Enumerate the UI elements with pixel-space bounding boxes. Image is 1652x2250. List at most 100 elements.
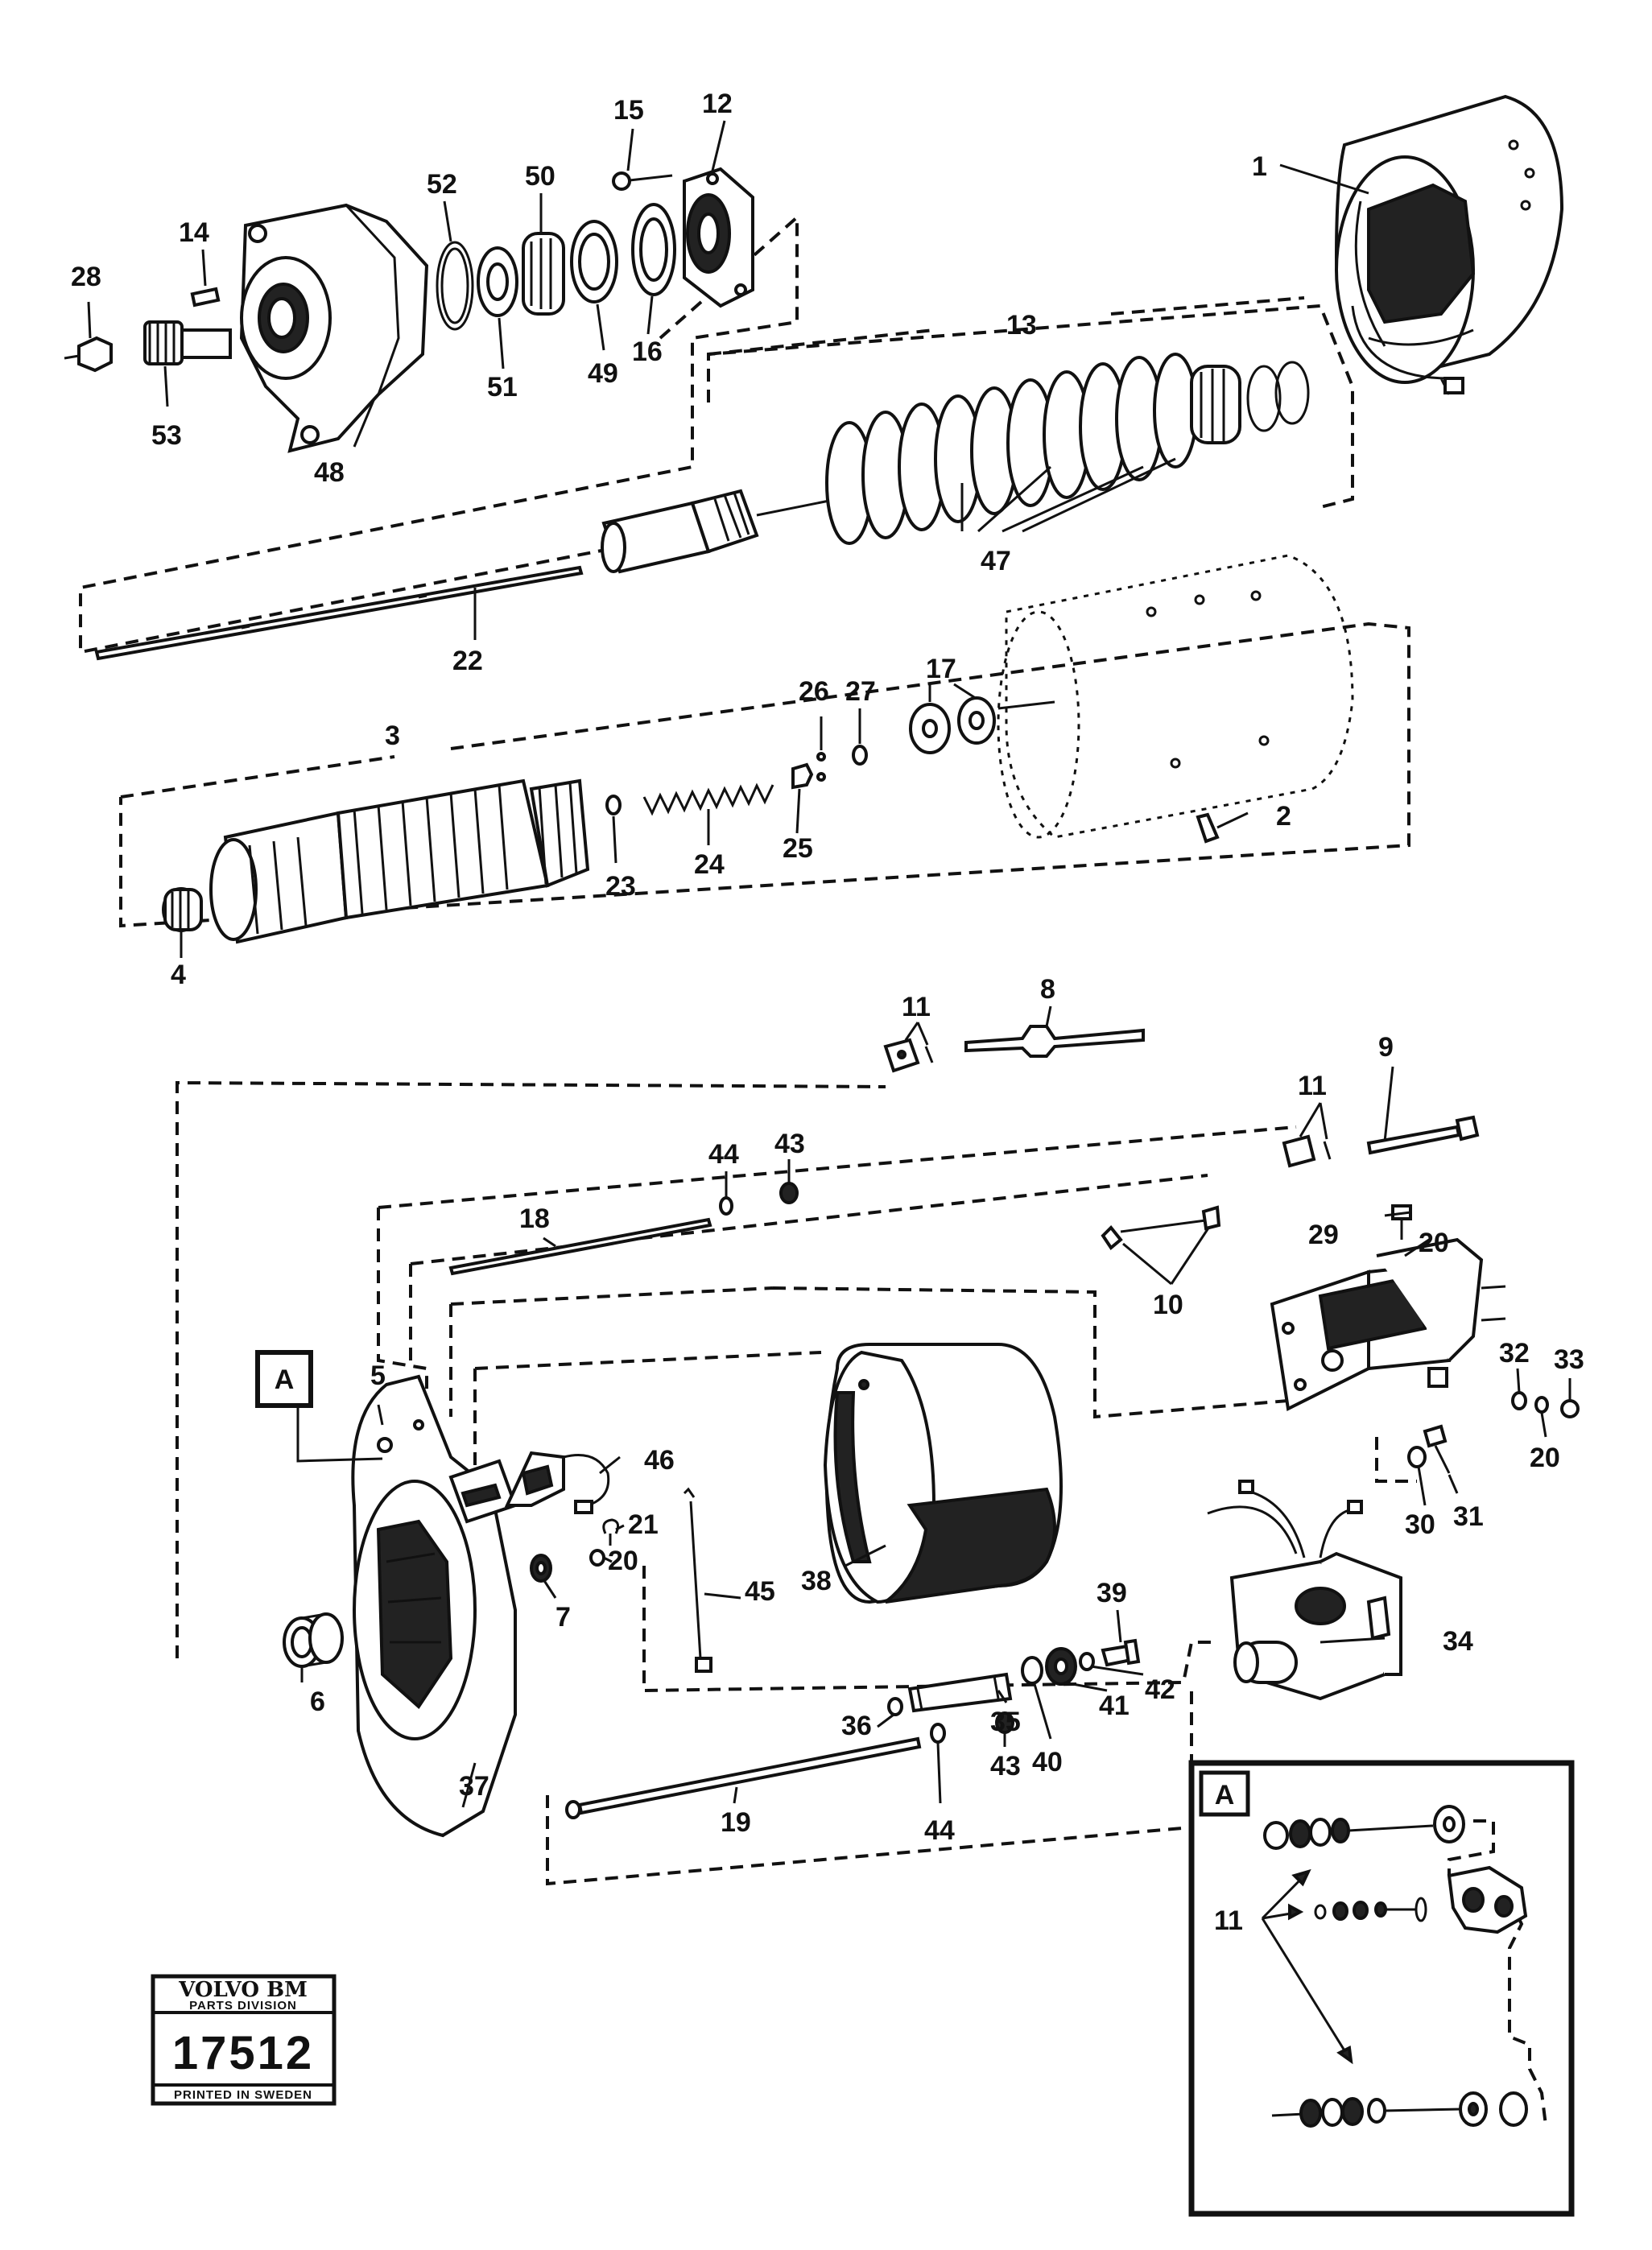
nut-25 — [791, 762, 814, 790]
inset-terminal-stack-bottom — [1271, 2091, 1528, 2128]
callout-15: 15 — [613, 95, 644, 126]
rod-18 — [448, 1217, 712, 1276]
volvo-bm-stamp: VOLVO BM PARTS DIVISION 17512 PRINTED IN… — [151, 1974, 337, 2106]
callout-2: 2 — [1276, 801, 1291, 832]
bushing-4 — [162, 887, 203, 932]
callout-44-b: 44 — [924, 1815, 955, 1846]
screw-15 — [612, 171, 673, 191]
washer-20-right — [1534, 1396, 1549, 1414]
inset-arrows — [1261, 1868, 1353, 2065]
bolt-31 — [1423, 1424, 1451, 1474]
group-line-lower-6 — [642, 1566, 1216, 1693]
callout-35: 35 — [990, 1707, 1021, 1737]
callout-12: 12 — [702, 89, 733, 119]
spring-7 — [530, 1554, 552, 1583]
callout-20-c: 20 — [1530, 1443, 1560, 1473]
clutch-13 — [601, 489, 830, 574]
screw-20-top — [1391, 1204, 1412, 1240]
callout-8: 8 — [1040, 974, 1055, 1005]
callout-53: 53 — [151, 420, 182, 451]
callout-33: 33 — [1554, 1344, 1584, 1375]
callout-48: 48 — [314, 457, 345, 488]
callout-36: 36 — [841, 1711, 872, 1741]
callout-41: 41 — [1099, 1691, 1130, 1721]
cable-8 — [964, 1025, 1145, 1058]
leader-lines — [87, 120, 1571, 1808]
spring-24 — [642, 782, 774, 816]
clutch-discs-47 — [825, 353, 1198, 545]
washer-20-mid — [589, 1549, 605, 1567]
key-14 — [190, 287, 221, 308]
screw-33 — [1560, 1399, 1580, 1418]
callout-17: 17 — [926, 654, 956, 684]
screw-21 — [602, 1518, 620, 1546]
callout-34: 34 — [1443, 1626, 1473, 1657]
washer-36 — [887, 1697, 903, 1716]
stud-35 — [907, 1672, 1013, 1713]
end-housing-37 — [351, 1374, 518, 1838]
washer-44-upper — [719, 1196, 733, 1216]
detail-a-letter: A — [275, 1364, 295, 1395]
inset-a-letter: A — [1215, 1780, 1235, 1810]
washer-16 — [631, 203, 676, 296]
bolt-9 — [1366, 1115, 1480, 1155]
pinion-53 — [143, 320, 232, 365]
nut-41 — [1045, 1647, 1077, 1686]
callout-31: 31 — [1453, 1501, 1484, 1532]
callout-28: 28 — [71, 262, 101, 292]
yoke-ghost — [997, 554, 1354, 839]
callout-10: 10 — [1153, 1290, 1183, 1320]
nut-28 — [64, 336, 113, 373]
bearing-51 — [477, 246, 518, 317]
callout-44-a: 44 — [708, 1139, 739, 1170]
callout-42: 42 — [1145, 1674, 1175, 1705]
armature-3 — [209, 778, 590, 944]
inset-terminal-stack-mid — [1314, 1897, 1427, 1922]
callout-38: 38 — [801, 1566, 832, 1596]
washer-42 — [1079, 1652, 1095, 1671]
field-winding-1 — [1334, 94, 1564, 395]
group-line-3 — [119, 621, 1410, 928]
yoke-38 — [823, 1343, 1063, 1604]
callout-24: 24 — [694, 849, 725, 880]
stamp-number: 17512 — [172, 2027, 314, 2079]
callout-32: 32 — [1499, 1338, 1530, 1369]
inset-terminal-stack-top — [1263, 1805, 1465, 1850]
callout-27: 27 — [845, 676, 876, 707]
washer-32 — [1511, 1391, 1527, 1410]
callout-5: 5 — [370, 1360, 386, 1391]
callout-14: 14 — [179, 217, 209, 248]
detail-a-marker: A — [255, 1350, 383, 1463]
callout-labels: 1 2 3 4 5 6 7 8 9 10 11 11 12 13 14 15 1… — [71, 89, 1584, 1846]
bearing-plate-12 — [683, 167, 754, 308]
callout-52: 52 — [427, 169, 457, 200]
callout-18: 18 — [519, 1203, 550, 1234]
screw-39 — [1101, 1638, 1141, 1667]
washers-17 — [909, 696, 996, 754]
washer-44-lower — [930, 1723, 946, 1744]
group-line-lower-4 — [449, 1286, 1289, 1419]
group-line-top — [79, 213, 799, 654]
callout-11-b: 11 — [1298, 1071, 1327, 1101]
drive-end-housing-48 — [239, 203, 429, 453]
callout-39: 39 — [1097, 1578, 1127, 1608]
stamp-division: PARTS DIVISION — [189, 1999, 297, 2013]
inset-terminal-block — [1447, 1865, 1528, 1934]
inset-callout-11: 11 — [1214, 1905, 1243, 1936]
callout-7: 7 — [555, 1602, 571, 1633]
terminal-11-upper — [883, 1038, 934, 1073]
group-line-lower-1 — [176, 1080, 886, 1658]
callout-37: 37 — [459, 1771, 489, 1802]
callout-3: 3 — [385, 720, 400, 751]
callout-9: 9 — [1378, 1032, 1394, 1063]
solenoid-34 — [1207, 1480, 1402, 1701]
bushing-6 — [283, 1612, 344, 1668]
washer-23 — [605, 795, 622, 815]
callout-1: 1 — [1252, 151, 1267, 182]
callout-50: 50 — [525, 161, 555, 192]
bolt-10 — [1101, 1205, 1221, 1250]
callout-47: 47 — [981, 546, 1011, 576]
brush-holder-46 — [504, 1451, 610, 1514]
callout-20-b: 20 — [608, 1546, 638, 1576]
